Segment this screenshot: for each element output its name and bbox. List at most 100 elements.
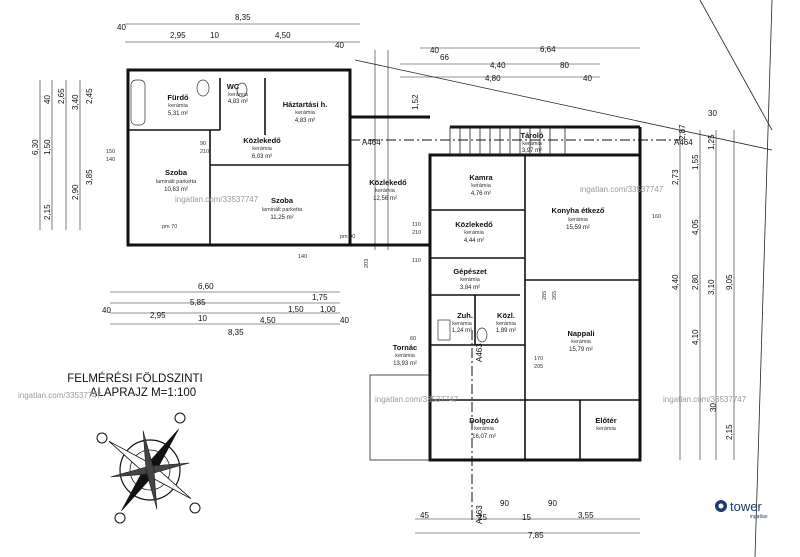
svg-text:1,89 m²: 1,89 m²: [496, 328, 516, 334]
svg-text:16,07 m²: 16,07 m²: [472, 434, 496, 440]
section-mark: A463: [475, 505, 484, 524]
room-label-szoba-1: Szoba laminált parketta 10,63 m²: [156, 168, 197, 193]
opening-label: 110: [412, 222, 421, 228]
dimension-label: 2,95: [150, 311, 166, 320]
svg-text:Konyha étkező: Konyha étkező: [552, 206, 605, 215]
section-cut-lines: [350, 139, 680, 520]
svg-text:4,76 m²: 4,76 m²: [471, 191, 491, 197]
dimension-label: 4,40: [671, 274, 680, 290]
dimension-label: 1,50: [43, 139, 52, 155]
opening-label: 90: [200, 141, 206, 147]
svg-text:kerámia: kerámia: [460, 277, 481, 283]
svg-text:kerámia: kerámia: [452, 321, 473, 327]
tower-logo: tower ingatlan: [715, 499, 768, 520]
dimension-label: 40: [430, 46, 439, 55]
room-label-szoba-2: Szoba laminált parketta 11,25 m²: [262, 196, 303, 221]
dimension-label: 9,05: [725, 274, 734, 290]
interior-walls: [128, 78, 640, 460]
fixtures: [130, 79, 488, 343]
svg-text:Dolgozó: Dolgozó: [469, 416, 499, 425]
svg-text:11,25 m²: 11,25 m²: [270, 215, 293, 221]
dimension-label: 1,55: [691, 154, 700, 170]
room-label-furdo: Fürdő kerámia 5,31 m²: [167, 93, 189, 117]
dimension-label: 2,80: [691, 274, 700, 290]
dimension-label: 8,35: [235, 13, 251, 22]
room-label-zuh: Zuh. kerámia 1,24 m²: [452, 311, 473, 334]
svg-text:WC: WC: [227, 82, 240, 91]
svg-text:kerámia: kerámia: [522, 141, 543, 147]
svg-text:tower: tower: [730, 499, 762, 514]
svg-text:Közlekedő: Közlekedő: [455, 220, 493, 229]
opening-label: 170: [534, 356, 543, 362]
compass-rose-icon: [96, 412, 201, 524]
dimension-lines: [39, 23, 735, 534]
dimension-label: 6,60: [198, 282, 214, 291]
svg-text:Szoba: Szoba: [271, 196, 294, 205]
svg-text:laminált parketta: laminált parketta: [262, 207, 303, 213]
svg-text:Szoba: Szoba: [165, 168, 188, 177]
svg-text:kerámia: kerámia: [228, 92, 249, 98]
opening-label: 150: [106, 149, 115, 155]
watermark-text: ingatlan.com/33537747: [663, 395, 747, 404]
dimension-label: 40: [117, 23, 126, 32]
dimension-label: 25: [478, 513, 487, 522]
dimension-label: 40: [335, 41, 344, 50]
section-mark: A464: [362, 138, 381, 147]
svg-text:Közlekedő: Közlekedő: [369, 178, 407, 187]
dimension-label: 1,25: [707, 134, 716, 150]
dimension-label: 30: [709, 403, 718, 412]
opening-label: 160: [652, 214, 661, 220]
svg-text:4,44 m²: 4,44 m²: [464, 238, 484, 244]
opening-label: 285: [542, 291, 548, 300]
svg-text:1,24 m²: 1,24 m²: [452, 328, 472, 334]
dimension-label: 80: [560, 61, 569, 70]
dimension-label: 2,95: [170, 31, 186, 40]
dimension-label: 45: [420, 511, 429, 520]
dimension-label: 4,80: [485, 74, 501, 83]
dimension-label: 1,00: [320, 305, 336, 314]
svg-text:kerámia: kerámia: [571, 339, 592, 345]
svg-text:Tornác: Tornác: [393, 343, 417, 352]
svg-text:kerámia: kerámia: [474, 426, 495, 432]
watermark-text: ingatlan.com/33537747: [18, 391, 102, 400]
opening-label: 205: [534, 364, 543, 370]
watermark-text: ingatlan.com/33537747: [175, 195, 259, 204]
svg-text:Fürdő: Fürdő: [167, 93, 189, 102]
svg-text:kerámia: kerámia: [471, 183, 492, 189]
svg-text:5,31 m²: 5,31 m²: [168, 111, 188, 117]
svg-text:Tároló: Tároló: [521, 131, 544, 140]
dimension-label: 3,40: [71, 94, 80, 110]
plot-boundary: [354, 0, 773, 557]
dimension-label: 15: [522, 513, 531, 522]
dimension-label: 1,52: [411, 94, 420, 110]
dimension-label: 4,10: [691, 329, 700, 345]
dimension-label: 2,73: [671, 169, 680, 185]
dimension-label: 2,15: [43, 204, 52, 220]
svg-text:Háztartási h.: Háztartási h.: [283, 100, 328, 109]
dimension-label: 6,30: [31, 139, 40, 155]
dimension-label: 90: [548, 499, 557, 508]
dimension-label: 7,85: [528, 531, 544, 540]
dimension-label: 66: [440, 53, 449, 62]
opening-label: 140: [298, 254, 307, 260]
room-label-wc: WC kerámia 4,83 m²: [227, 82, 249, 105]
svg-text:Kamra: Kamra: [469, 173, 493, 182]
svg-text:kerámia: kerámia: [464, 230, 485, 236]
room-label-eloter: Előtér kerámia: [595, 416, 616, 432]
svg-text:kerámia: kerámia: [252, 146, 273, 152]
svg-text:kerámia: kerámia: [375, 188, 396, 194]
dimension-label: 4,40: [490, 61, 506, 70]
dimension-label: 3,10: [707, 279, 716, 295]
dimension-label: 10: [198, 314, 207, 323]
opening-label: 210: [412, 230, 421, 236]
room-label-haztartasi: Háztartási h. kerámia 4,83 m²: [283, 100, 328, 124]
svg-text:Gépészet: Gépészet: [453, 267, 487, 276]
svg-text:kerámia: kerámia: [295, 110, 316, 116]
dimension-label: 6,64: [540, 45, 556, 54]
dimension-label: 3,55: [578, 511, 594, 520]
svg-text:6,03 m²: 6,03 m²: [252, 154, 272, 160]
room-label-nappali: Nappali kerámia 15,79 m²: [567, 329, 594, 353]
svg-text:Közl.: Közl.: [497, 311, 515, 320]
opening-label: 60: [410, 336, 416, 342]
